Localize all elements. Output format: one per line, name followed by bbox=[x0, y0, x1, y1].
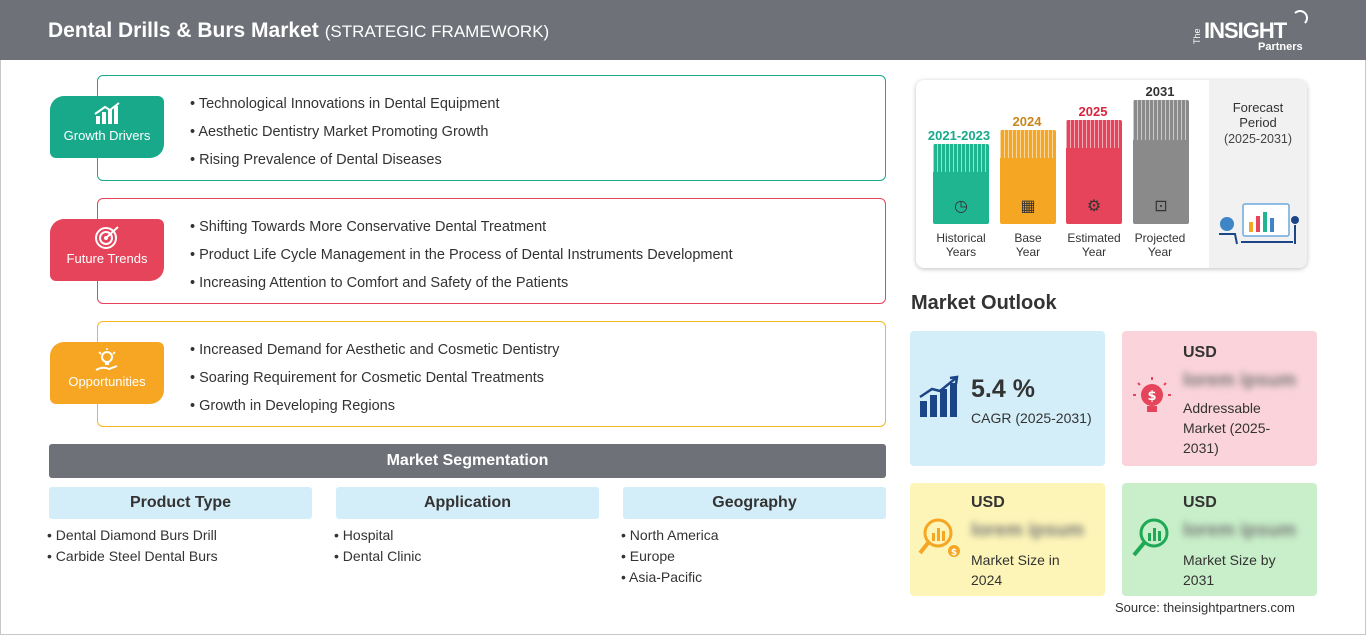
history-clock-icon: ◷ bbox=[954, 198, 968, 215]
list-item: North America bbox=[621, 525, 886, 546]
addressable-value: lorem ipsum bbox=[1183, 370, 1296, 391]
forecast-panel: Forecast Period (2025-2031) bbox=[1209, 80, 1307, 268]
segment-application: Application Hospital Dental Clinic bbox=[336, 487, 599, 567]
magnifier-dollar-icon: $ bbox=[918, 518, 960, 558]
base-bar: ▦ bbox=[1000, 130, 1056, 224]
cagr-box: 5.4 % CAGR (2025-2031) bbox=[910, 331, 1105, 466]
title-subtitle: (STRATEGIC FRAMEWORK) bbox=[324, 22, 550, 41]
growth-bars-icon bbox=[919, 375, 959, 417]
title-text: Dental Drills & Burs Market bbox=[48, 19, 319, 42]
list-item: Technological Innovations in Dental Equi… bbox=[190, 94, 500, 122]
opportunities-label: Opportunities bbox=[68, 374, 146, 389]
future-trends-list: Shifting Towards More Conservative Denta… bbox=[190, 217, 733, 301]
segment-geography: Geography North America Europe Asia-Paci… bbox=[623, 487, 886, 588]
insight-partners-logo[interactable]: The INSIGHT Partners bbox=[1192, 10, 1312, 54]
idea-dollar-icon: $ bbox=[1133, 377, 1171, 412]
growth-drivers-list: Technological Innovations in Dental Equi… bbox=[190, 94, 500, 178]
segmentation-bar: Market Segmentation bbox=[49, 444, 886, 478]
calendar-icon: ▦ bbox=[1020, 198, 1036, 215]
historical-bar: ◷ bbox=[933, 144, 989, 224]
magnifier-chart-icon bbox=[1132, 518, 1169, 557]
logo-arc-icon bbox=[1292, 10, 1308, 26]
opportunities-badge: Opportunities bbox=[50, 342, 164, 404]
forecast-title: Forecast Period bbox=[1232, 100, 1284, 130]
target-icon bbox=[50, 219, 164, 251]
lightbulb-hand-icon bbox=[50, 342, 164, 374]
list-item: Rising Prevalence of Dental Diseases bbox=[190, 150, 500, 178]
logo-partners: Partners bbox=[1258, 41, 1303, 53]
presentation-chart-icon: ⊡ bbox=[1154, 198, 1168, 215]
addressable-usd: USD bbox=[1183, 344, 1217, 361]
size-2031-box: USD lorem ipsum Market Size by 2031 bbox=[1122, 483, 1317, 596]
cagr-label: CAGR (2025-2031) bbox=[971, 410, 1092, 426]
size-2024-box: $ USD lorem ipsum Market Size in 2024 bbox=[910, 483, 1105, 596]
list-item: Product Life Cycle Management in the Pro… bbox=[190, 245, 733, 273]
analytics-illustration-icon bbox=[1219, 203, 1299, 245]
growth-drivers-label: Growth Drivers bbox=[63, 128, 151, 143]
list-item: Growth in Developing Regions bbox=[190, 396, 559, 424]
list-item: Increased Demand for Aesthetic and Cosme… bbox=[190, 340, 559, 368]
list-item: Aesthetic Dentistry Market Promoting Gro… bbox=[190, 122, 500, 150]
future-trends-badge: Future Trends bbox=[50, 219, 164, 281]
header-bar: Dental Drills & Burs Market (STRATEGIC FR… bbox=[0, 0, 1366, 60]
size-2031-value: lorem ipsum bbox=[1183, 520, 1296, 541]
size-2024-label: Market Size in 2024 bbox=[971, 552, 1060, 588]
page-title: Dental Drills & Burs Market (STRATEGIC FR… bbox=[48, 19, 549, 43]
growth-chart-icon bbox=[50, 96, 164, 128]
projected-bar: ⊡ bbox=[1133, 100, 1189, 224]
size-2024-usd: USD bbox=[971, 494, 1005, 511]
historical-year: 2021-2023 bbox=[927, 128, 991, 143]
list-item: Increasing Attention to Comfort and Safe… bbox=[190, 273, 733, 301]
estimated-bar: ⚙ bbox=[1066, 120, 1122, 224]
forecast-range: (2025-2031) bbox=[1223, 132, 1293, 146]
segment-heading: Geography bbox=[623, 487, 886, 519]
logo-insight: INSIGHT bbox=[1204, 18, 1287, 43]
list-item: Soaring Requirement for Cosmetic Dental … bbox=[190, 368, 559, 396]
segment-product-type: Product Type Dental Diamond Burs Drill C… bbox=[49, 487, 312, 567]
size-2024-value: lorem ipsum bbox=[971, 520, 1084, 541]
svg-text:$: $ bbox=[951, 548, 957, 558]
growth-drivers-badge: Growth Drivers bbox=[50, 96, 164, 158]
future-trends-card: Shifting Towards More Conservative Denta… bbox=[97, 198, 886, 304]
list-item: Carbide Steel Dental Burs bbox=[47, 546, 312, 567]
list-item: Hospital bbox=[334, 525, 599, 546]
segment-heading: Product Type bbox=[49, 487, 312, 519]
size-2031-label: Market Size by 2031 bbox=[1183, 552, 1276, 588]
list-item: Europe bbox=[621, 546, 886, 567]
growth-drivers-card: Technological Innovations in Dental Equi… bbox=[97, 75, 886, 181]
opportunities-list: Increased Demand for Aesthetic and Cosme… bbox=[190, 340, 559, 424]
market-outlook-title: Market Outlook bbox=[911, 292, 1057, 314]
source-text: Source: theinsightpartners.com bbox=[1115, 600, 1295, 615]
list-item: Shifting Towards More Conservative Denta… bbox=[190, 217, 733, 245]
svg-text:$: $ bbox=[1147, 389, 1156, 404]
estimated-year: 2025 bbox=[1078, 104, 1108, 119]
estimate-gear-icon: ⚙ bbox=[1086, 198, 1102, 215]
list-item: Dental Diamond Burs Drill bbox=[47, 525, 312, 546]
base-year: 2024 bbox=[1012, 114, 1042, 129]
opportunities-card: Increased Demand for Aesthetic and Cosme… bbox=[97, 321, 886, 427]
addressable-box: $ USD lorem ipsum Addressable Market (20… bbox=[1122, 331, 1317, 466]
segment-heading: Application bbox=[336, 487, 599, 519]
size-2031-usd: USD bbox=[1183, 494, 1217, 511]
addressable-label: Addressable Market (2025-2031) bbox=[1183, 400, 1271, 456]
list-item: Asia-Pacific bbox=[621, 567, 886, 588]
logo-the: The bbox=[1192, 28, 1202, 44]
future-trends-label: Future Trends bbox=[66, 251, 148, 266]
list-item: Dental Clinic bbox=[334, 546, 599, 567]
projected-year: 2031 bbox=[1145, 84, 1175, 99]
cagr-value: 5.4 % bbox=[971, 375, 1035, 403]
